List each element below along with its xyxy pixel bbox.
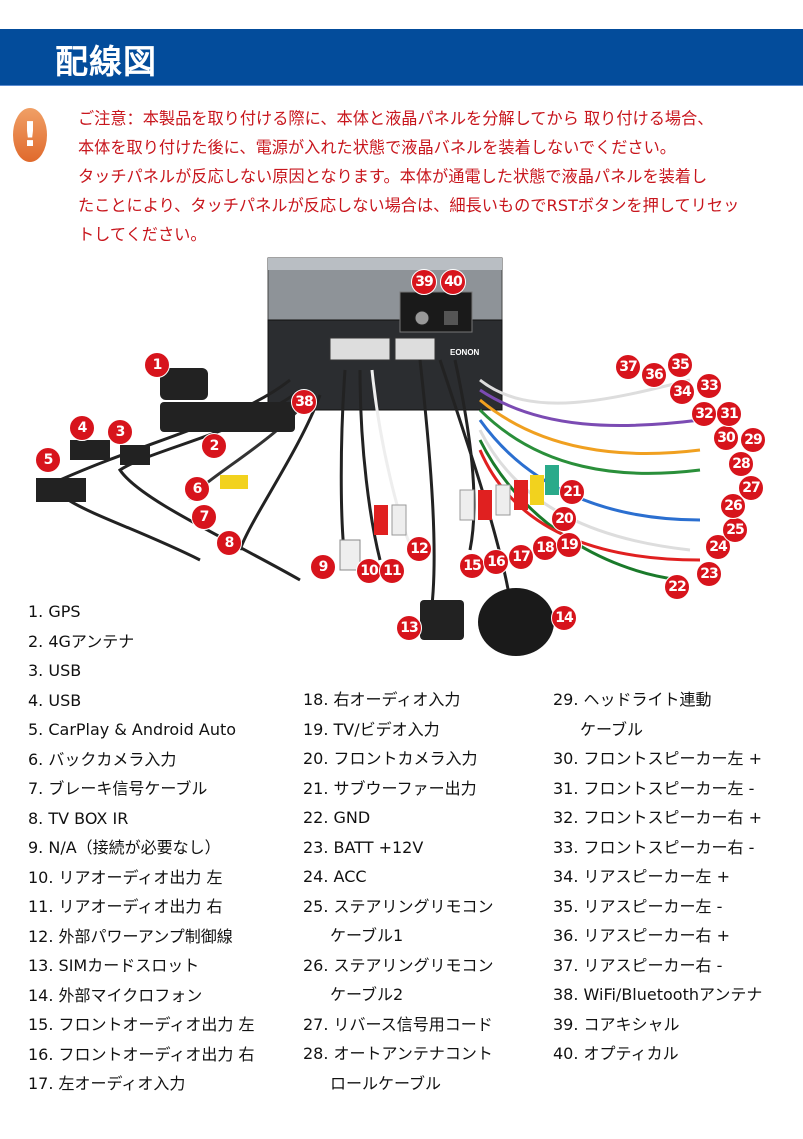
callout-badge: 4 (69, 415, 95, 441)
callout-badge: 1 (144, 352, 170, 378)
legend-item: ロールケーブル (330, 1073, 442, 1093)
callout-badge: 21 (559, 479, 585, 505)
legend-column-3: 29. ヘッドライト連動ケーブル 30. フロントスピーカー左 + 31. フロント… (553, 685, 762, 1069)
callout-badge: 13 (396, 615, 422, 641)
callout-badge: 28 (728, 451, 754, 477)
connectors (36, 368, 559, 656)
legend-item: 19. TV/ビデオ入力 (303, 719, 440, 739)
callout-badge: 2 (201, 433, 227, 459)
callout-badge: 30 (713, 425, 739, 451)
wiring-diagram: EONON (36, 257, 701, 656)
brand-logo: EONON (450, 348, 480, 357)
legend-item: 20. フロントカメラ入力 (303, 749, 478, 768)
legend-item: 18. 右オーディオ入力 (303, 690, 461, 709)
legend-item: 7. ブレーキ信号ケーブル (28, 779, 208, 798)
legend-item: 39. コアキシャル (553, 1014, 680, 1034)
notice-text: ご注意：本製品を取り付ける際に、本体と液晶パネルを分解してから 取り付ける場合、… (78, 104, 793, 249)
legend-item: ケーブル (580, 719, 644, 739)
legend-item: 32. フロントスピーカー右 + (553, 808, 763, 827)
legend-item: 24. ACC (303, 867, 367, 886)
legend-item: 6. バックカメラ入力 (28, 749, 177, 769)
callout-badge: 12 (406, 536, 432, 562)
legend-item: 23. BATT +12V (303, 837, 424, 857)
legend-item: 29. ヘッドライト連動 (553, 690, 712, 709)
callout-badge: 22 (664, 574, 690, 600)
legend-column-2: 18. 右オーディオ入力 19. TV/ビデオ入力 20. フロントカメラ入力 21.… (303, 685, 494, 1098)
callout-badge: 19 (556, 532, 582, 558)
legend-item: 1. GPS (28, 602, 81, 621)
legend-item: 15. フロントオーディオ出力 左 (28, 1015, 255, 1034)
legend-item: 40. オプティカル (553, 1044, 679, 1063)
legend-item: 28. オートアンテナコント (303, 1044, 493, 1063)
legend-item: 38. WiFi/Bluetoothアンテナ (553, 985, 763, 1004)
callout-badge: 36 (641, 362, 667, 388)
callout-badge: 15 (459, 553, 485, 579)
legend-item: 25. ステアリングリモコン (303, 896, 494, 916)
exclamation-icon: ! (13, 108, 47, 162)
callout-badge: 32 (691, 401, 717, 427)
callout-badge: 11 (379, 558, 405, 584)
page-title: 配線図 (55, 42, 157, 81)
legend-column-1: 1. GPS 2. 4Gアンテナ 3. USB 4. USB 5. CarPlay & … (28, 597, 255, 1099)
callout-badge: 5 (35, 447, 61, 473)
callout-badge: 7 (191, 504, 217, 530)
legend-item: 36. リアスピーカー右 + (553, 926, 731, 945)
legend-item: 22. GND (303, 808, 371, 827)
legend-item: 27. リバース信号用コード (303, 1014, 493, 1034)
callout-badge: 25 (722, 517, 748, 543)
legend-item: 17. 左オーディオ入力 (28, 1074, 186, 1093)
callout-badge: 18 (532, 535, 558, 561)
legend-item: 11. リアオーディオ出力 右 (28, 897, 223, 916)
callout-badge: 16 (483, 549, 509, 575)
legend-item: 3. USB (28, 661, 82, 680)
notice-line: トしてください。 (78, 225, 207, 244)
legend-item: ケーブル1 (330, 926, 404, 945)
notice-line: たことにより、タッチパネルが反応しない場合は、細長いものでRSTボタンを押してリ… (78, 196, 740, 215)
notice-line: ご注意：本製品を取り付ける際に、本体と液晶パネルを分解してから 取り付ける場合、 (78, 109, 714, 128)
callout-badge: 37 (615, 354, 641, 380)
legend-item: 37. リアスピーカー右 - (553, 955, 723, 975)
legend-item: 16. フロントオーディオ出力 右 (28, 1044, 255, 1064)
legend-item: 12. 外部パワーアンプ制御線 (28, 926, 233, 946)
legend-item: 35. リアスピーカー左 - (553, 896, 723, 916)
notice-line: タッチパネルが反応しない原因となります。本体が通電した状態で液晶パネルを装着し (78, 167, 708, 186)
legend-item: 4. USB (28, 690, 82, 710)
callout-badge: 10 (356, 558, 382, 584)
callout-badge: 23 (696, 561, 722, 587)
legend-item: 10. リアオーディオ出力 左 (28, 867, 223, 887)
callout-badge: 14 (551, 605, 577, 631)
callout-badge: 6 (184, 476, 210, 502)
callout-badge: 27 (738, 475, 764, 501)
legend-item: ケーブル2 (330, 985, 404, 1004)
callout-badge: 26 (720, 493, 746, 519)
callout-badge: 29 (740, 427, 766, 453)
head-unit: EONON (267, 257, 503, 411)
title-banner: 配線図 (0, 29, 803, 86)
callout-badge: 38 (291, 389, 317, 415)
callout-badge: 34 (669, 379, 695, 405)
callout-badge: 40 (440, 269, 466, 295)
legend-item: 9. N/A（接続が必要なし） (28, 838, 221, 857)
legend-item: 14. 外部マイクロフォン (28, 985, 203, 1005)
callout-badge: 39 (411, 269, 437, 295)
legend-item: 5. CarPlay & Android Auto (28, 720, 237, 739)
callout-badge: 8 (216, 530, 242, 556)
legend-item: 34. リアスピーカー左 + (553, 867, 731, 886)
legend-item: 13. SIMカードスロット (28, 956, 200, 975)
legend-item: 21. サブウーファー出力 (303, 778, 477, 798)
legend-item: 33. フロントスピーカー右 - (553, 837, 755, 857)
legend-item: 26. ステアリングリモコン (303, 955, 494, 975)
callout-badge: 31 (716, 401, 742, 427)
legend-item: 30. フロントスピーカー左 + (553, 749, 763, 768)
callout-badge: 17 (508, 544, 534, 570)
notice-line: 本体を取り付けた後に、電源が入れた状態で液晶バネルを装着しないでください。 (78, 138, 676, 157)
legend-item: 2. 4Gアンテナ (28, 631, 135, 651)
callout-badge: 9 (310, 554, 336, 580)
legend-item: 31. フロントスピーカー左 - (553, 778, 755, 798)
callout-badge: 3 (107, 419, 133, 445)
callout-badge: 35 (667, 352, 693, 378)
callout-badge: 20 (551, 506, 577, 532)
legend-item: 8. TV BOX IR (28, 808, 129, 828)
callout-badge: 33 (696, 373, 722, 399)
